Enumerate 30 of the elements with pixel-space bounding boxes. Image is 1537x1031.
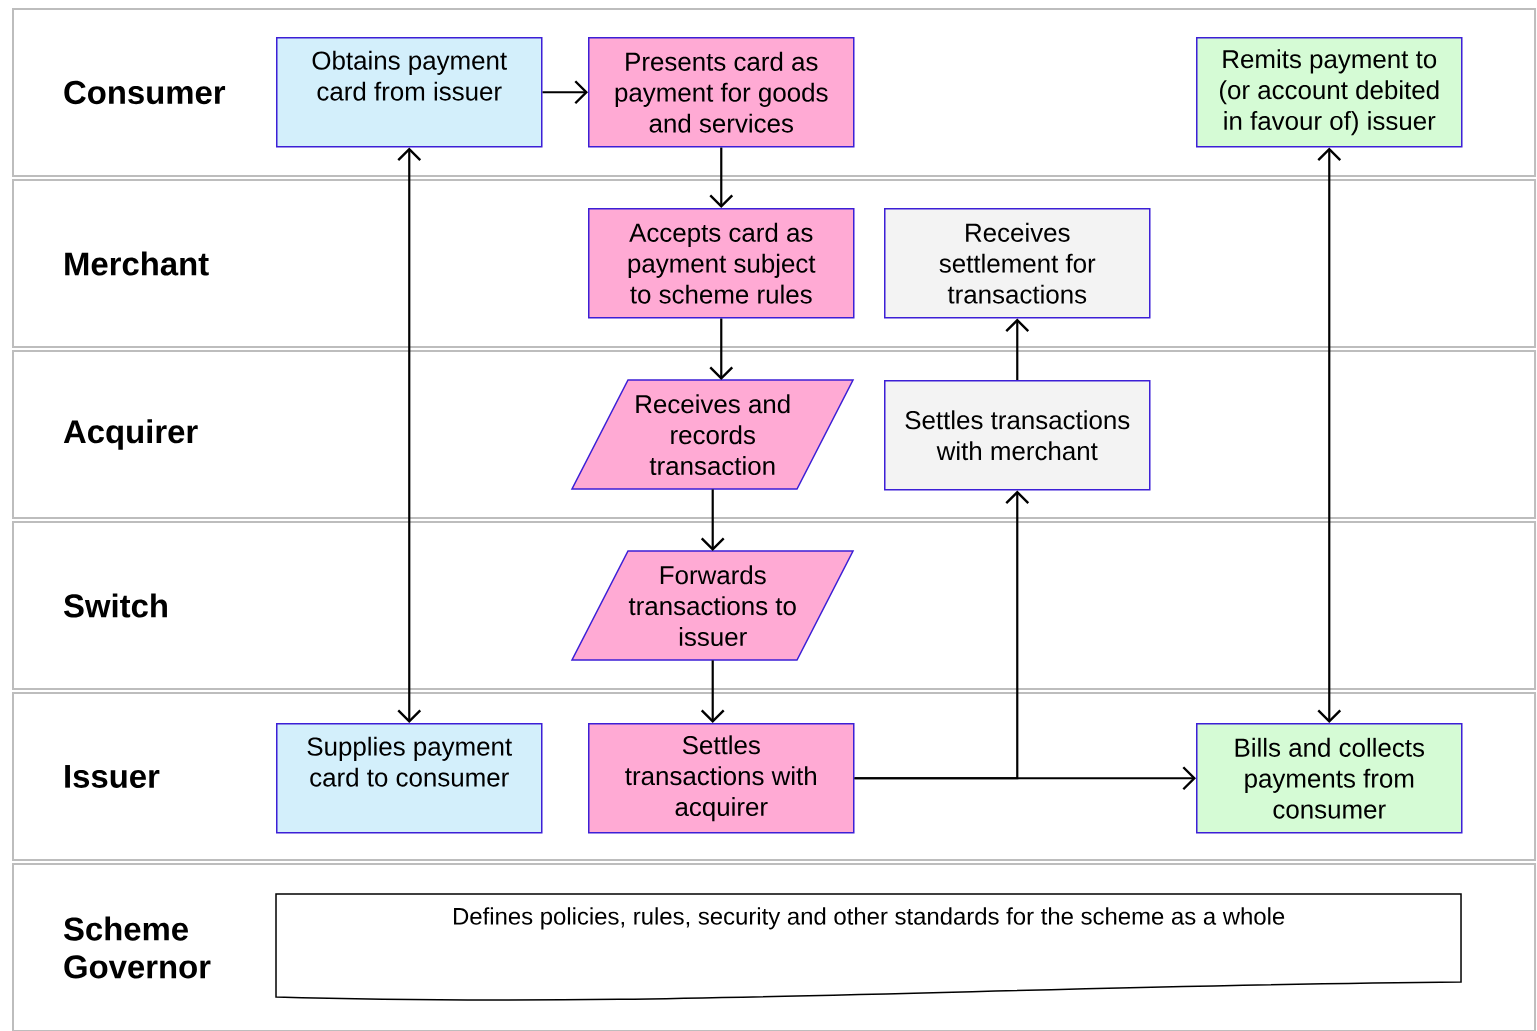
process-box: Accepts card as payment subject to scheme rules: [588, 208, 855, 319]
process-box: Obtains payment card from issuer: [276, 37, 543, 148]
swimlane: [12, 692, 1537, 861]
arrow: [542, 80, 588, 105]
lane-label: Switch: [63, 593, 167, 618]
arrow: [854, 766, 1196, 791]
arrow: [700, 489, 725, 551]
lane-label: Scheme Governor: [63, 916, 211, 979]
process-box: Bills and collects payments from consumer: [1196, 723, 1463, 834]
process-box: Settles transactions with acquirer: [588, 723, 855, 834]
lane-label: Issuer: [65, 765, 160, 788]
swimlane: [12, 863, 1537, 1031]
swimlane: [12, 350, 1537, 519]
swimlane: [12, 179, 1537, 348]
lane-label: Consumer: [64, 80, 226, 105]
lane-label: Acquirer: [63, 419, 198, 450]
process-box: Receives settlement for transactions: [884, 208, 1151, 319]
swimlane: [12, 8, 1537, 177]
arrow: [1317, 147, 1342, 723]
swimlane: [12, 521, 1537, 690]
process-box: Settles transactions with merchant: [884, 380, 1151, 491]
arrow: [397, 147, 422, 723]
arrow: [700, 660, 725, 723]
process-box: Supplies payment card to consumer: [276, 723, 543, 834]
arrow: [709, 318, 734, 380]
arrow: [709, 147, 734, 208]
lane-label: Merchant: [65, 251, 209, 276]
process-box: Presents card as payment for goods and services: [588, 37, 855, 148]
process-box: Remits payment to (or account debited in favour of) issuer: [1196, 37, 1463, 148]
arrow: [1005, 318, 1030, 380]
